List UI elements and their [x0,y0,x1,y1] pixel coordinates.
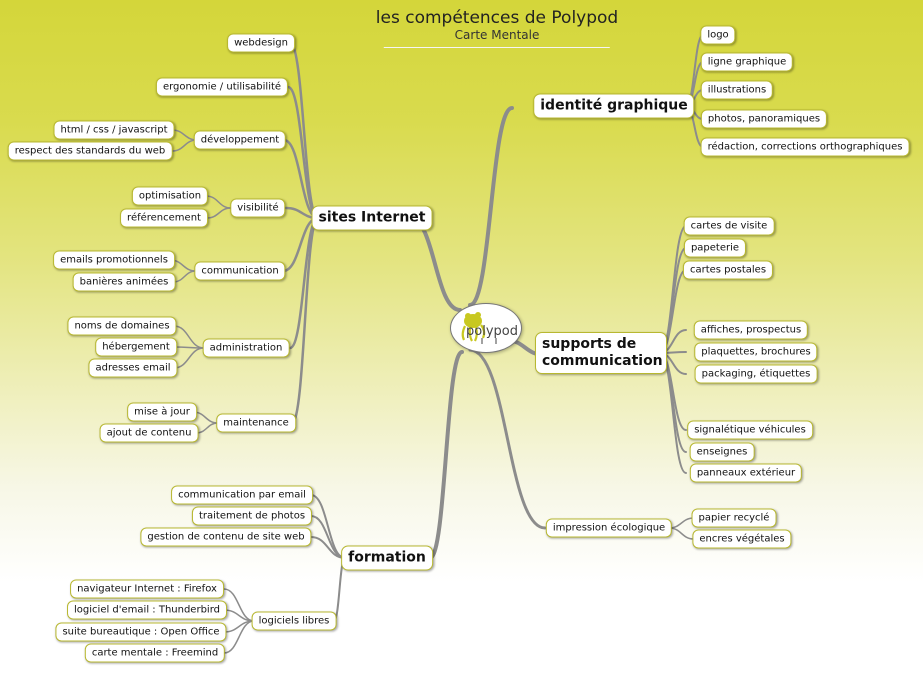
connector-line [668,527,695,540]
title-divider [384,47,610,48]
node-adresses-email[interactable]: adresses email [88,358,178,378]
connector-line [223,620,255,654]
node-redaction[interactable]: rédaction, corrections orthographiques [700,137,910,157]
map-subtitle: Carte Mentale [454,28,540,42]
connector-line [173,325,205,349]
node-maintenance[interactable]: maintenance [216,413,296,433]
node-papier-recycle[interactable]: papier recyclé [691,508,777,528]
node-emails-promotionnels[interactable]: emails promotionnels [53,250,175,270]
node-packaging[interactable]: packaging, étiquettes [694,364,818,384]
connector-line [205,195,232,209]
link-identite [468,106,514,307]
octopus-logo-icon: polypod [461,312,518,344]
link-sites [408,216,462,312]
link-impression [468,348,547,530]
node-webdesign[interactable]: webdesign [227,33,295,53]
node-affiches[interactable]: affiches, prospectus [693,320,809,340]
node-communication-web[interactable]: communication [194,261,286,281]
logo-wordmark: polypod [466,324,518,339]
connector-line [290,216,320,425]
node-traitement-photos[interactable]: traitement de photos [191,506,313,526]
node-papeterie[interactable]: papeterie [683,238,747,258]
branch-formation[interactable]: formation [341,545,433,571]
connector-line [668,517,695,529]
node-cartes-visite[interactable]: cartes de visite [683,216,775,236]
node-freemind[interactable]: carte mentale : Freemind [84,643,226,663]
branch-supports-communication[interactable]: supports de communication [535,332,667,374]
node-plaquettes[interactable]: plaquettes, brochures [694,342,818,362]
node-noms-domaines[interactable]: noms de domaines [67,316,177,336]
node-panneaux[interactable]: panneaux extérieur [689,463,803,483]
node-photos-panoramiques[interactable]: photos, panoramiques [700,109,828,129]
connector-line [195,422,219,434]
node-ajout-contenu[interactable]: ajout de contenu [99,423,199,443]
node-thunderbird[interactable]: logiciel d'email : Thunderbird [67,600,227,620]
node-html-css-js[interactable]: html / css / javascript [53,120,175,140]
branch-impression-ecologique[interactable]: impression écologique [545,518,673,538]
node-standards-web[interactable]: respect des standards du web [7,141,173,161]
branch-sites-internet[interactable]: sites Internet [311,205,433,231]
node-referencement[interactable]: référencement [120,208,208,228]
node-logiciels-libres[interactable]: logiciels libres [251,611,337,631]
node-optimisation[interactable]: optimisation [131,186,209,206]
node-encres-vegetales[interactable]: encres végétales [692,529,792,549]
node-visibilite[interactable]: visibilité [230,198,286,218]
node-communication-email[interactable]: communication par email [171,485,313,505]
node-cartes-postales[interactable]: cartes postales [682,260,774,280]
node-hebergement[interactable]: hébergement [95,337,177,357]
node-ergonomie[interactable]: ergonomie / utilisabilité [155,77,289,97]
node-banieres-animees[interactable]: banières animées [72,272,176,292]
node-illustrations[interactable]: illustrations [700,80,774,100]
map-title: les compétences de Polypod [375,8,619,28]
node-mise-a-jour[interactable]: mise à jour [127,402,197,422]
connector-line [173,347,205,369]
node-ligne-graphique[interactable]: ligne graphique [700,52,794,72]
branch-identite-graphique[interactable]: identité graphique [533,93,695,119]
node-enseignes[interactable]: enseignes [689,442,755,462]
polypod-logo: polypod [450,303,522,353]
node-developpement[interactable]: développement [193,130,287,150]
connector-line [206,207,232,219]
node-firefox[interactable]: navigateur Internet : Firefox [70,579,224,599]
link-formation [428,350,464,560]
node-logo[interactable]: logo [700,25,736,45]
node-signaletique[interactable]: signalétique véhicules [687,420,813,440]
connector-line [172,270,197,283]
map-title-block: les compétences de Polypod Carte Mentale [376,8,618,48]
node-gestion-contenu[interactable]: gestion de contenu de site web [140,527,312,547]
node-administration[interactable]: administration [202,338,290,358]
node-open-office[interactable]: suite bureautique : Open Office [55,622,227,642]
